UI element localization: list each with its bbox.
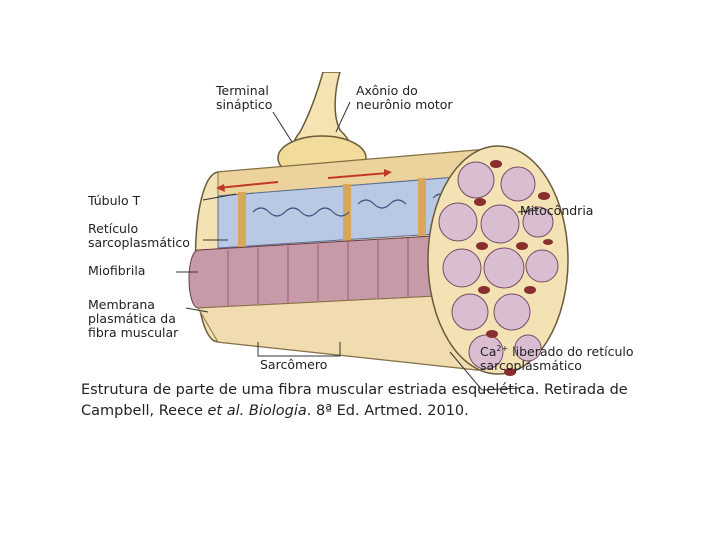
label-axon: Axônio do neurônio motor (356, 83, 453, 112)
leader-lines (176, 101, 539, 391)
t-tubule-3 (418, 178, 426, 238)
muscle-fiber-figure: Terminal sináptico Axônio do neurônio mo… (78, 72, 634, 424)
label-calcium-release: Ca2+ liberado do retículo sarcoplasmátic… (480, 344, 634, 374)
muscle-fiber-illustration (176, 72, 569, 391)
impulse-arrow-left (217, 181, 279, 189)
figure-caption: Estrutura de parte de uma fibra muscular… (81, 382, 628, 419)
label-sarcoplasmic-reticulum: Retículo sarcoplasmático (88, 221, 190, 250)
impulse-arrow-right (327, 172, 389, 179)
label-sarcomere: Sarcômero (260, 357, 328, 372)
myofibril-cross-sections (438, 161, 559, 370)
mitochondria (474, 160, 553, 376)
label-t-tubule: Túbulo T (88, 193, 141, 208)
label-mitochondria: Mitocôndria (520, 203, 594, 218)
label-plasma-membrane: Membrana plasmática da fibra muscular (88, 297, 179, 340)
label-synaptic-terminal: Terminal sináptico (216, 83, 273, 112)
t-tubule-1 (238, 192, 246, 250)
label-myofibril: Miofibrila (88, 263, 146, 278)
